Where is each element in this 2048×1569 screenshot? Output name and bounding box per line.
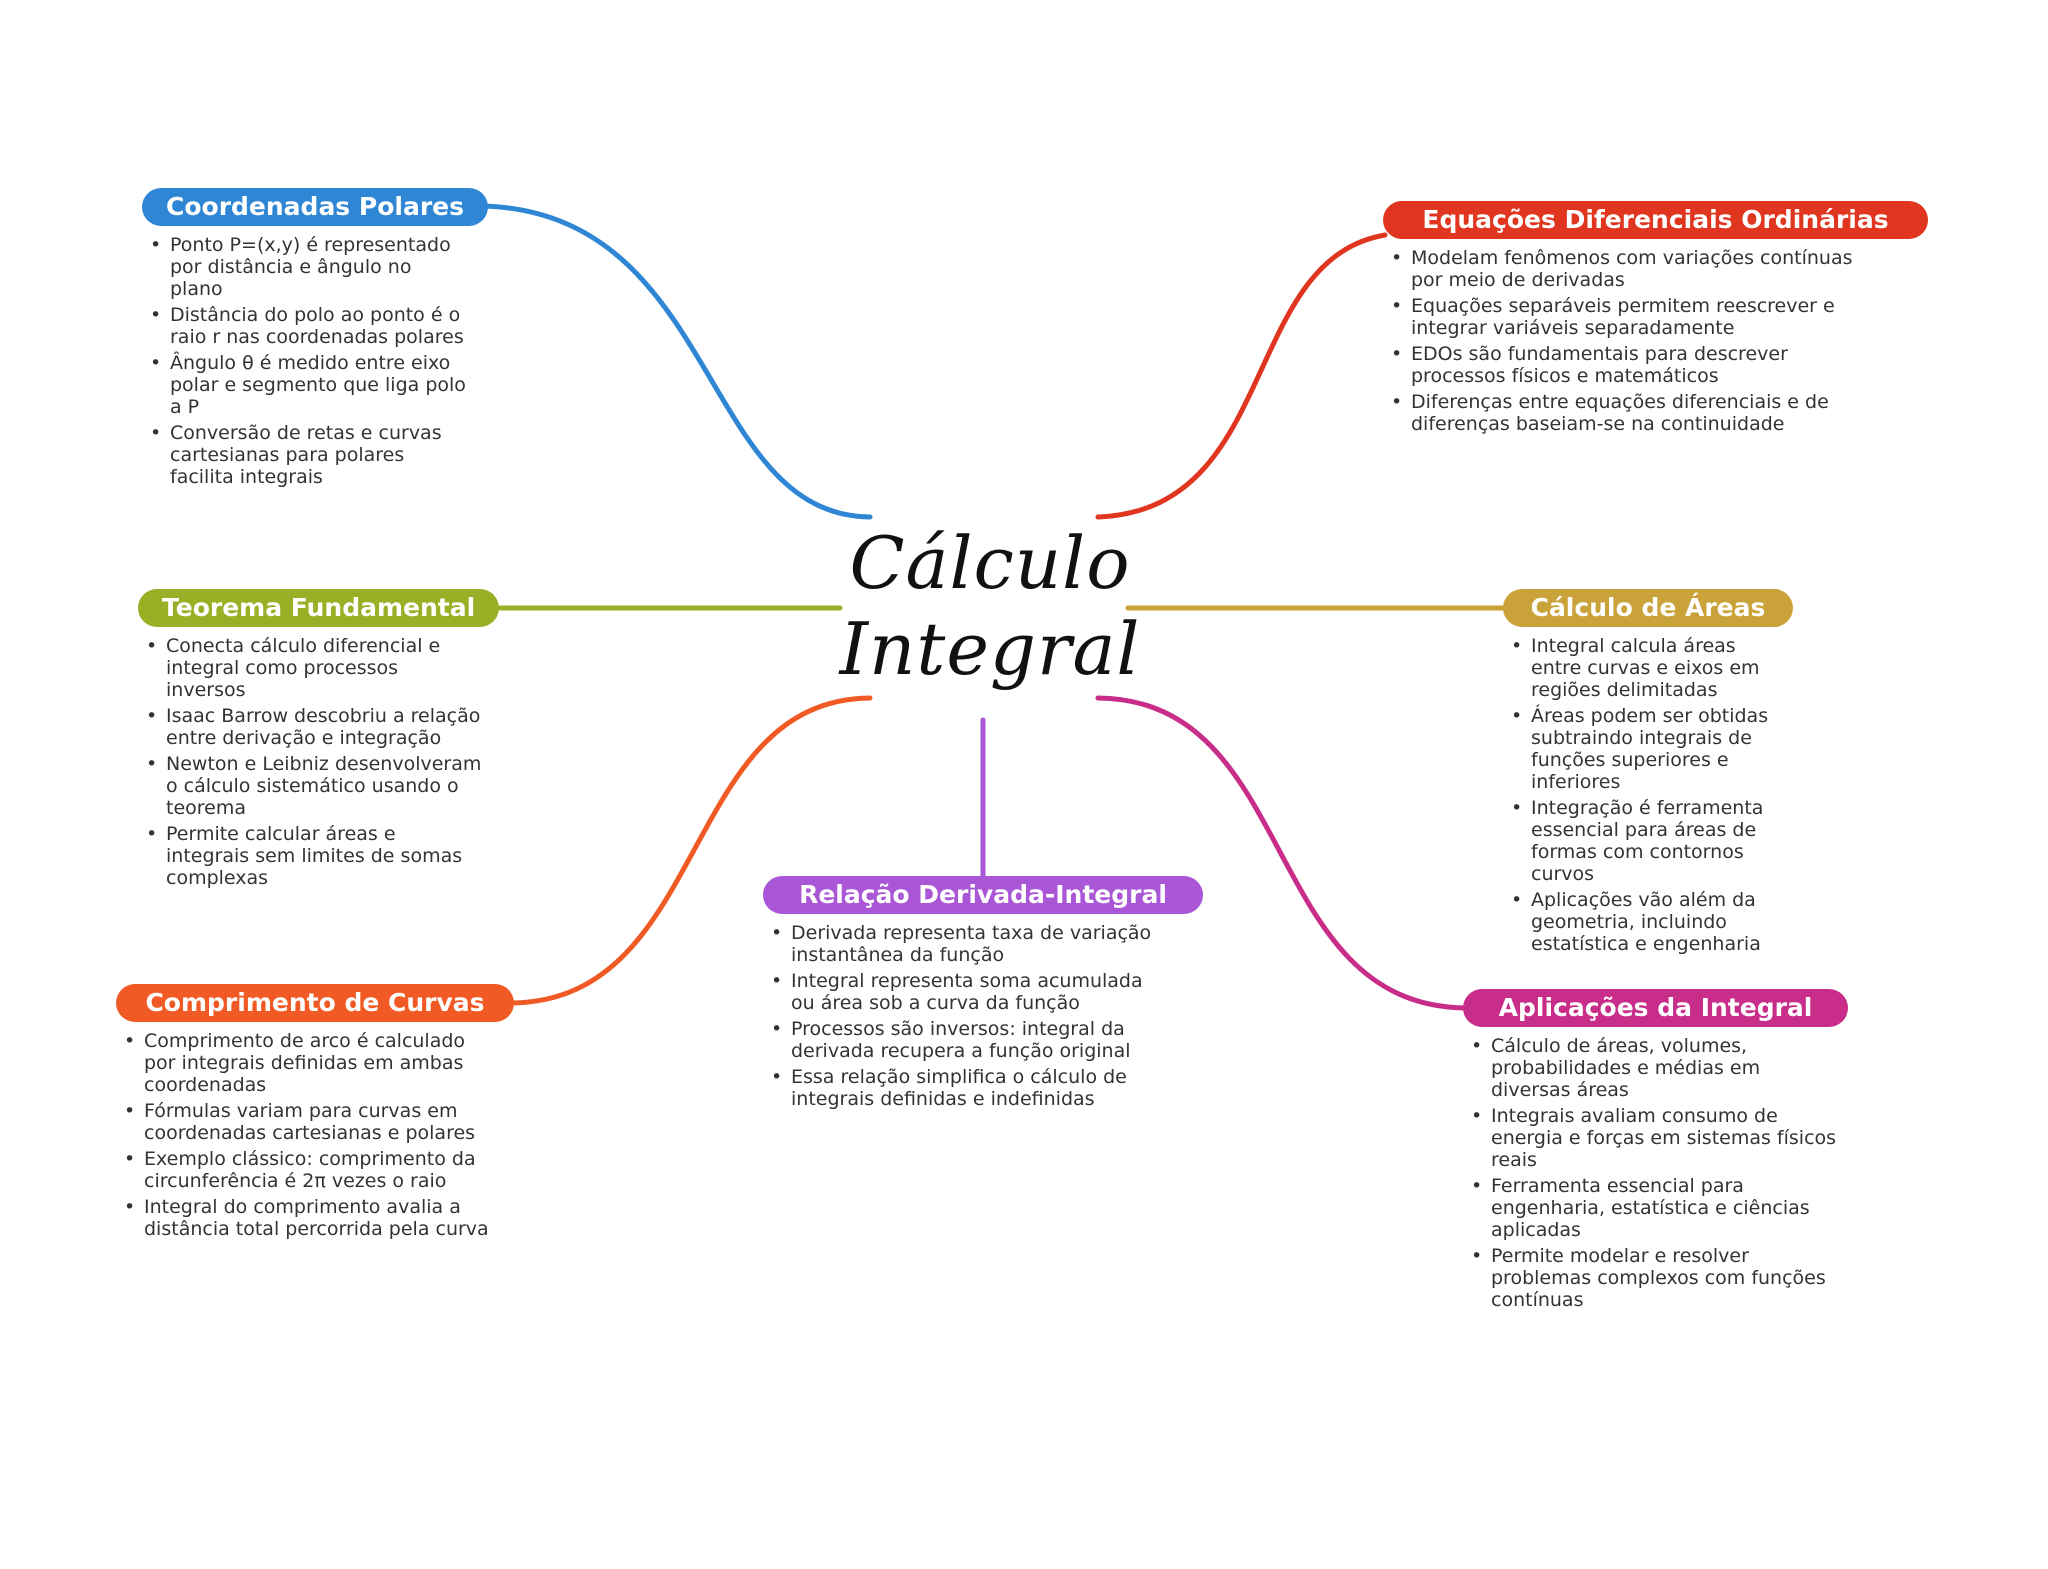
branch-items-aplicacoes-integral: Cálculo de áreas, volumes, probabilidade… xyxy=(1467,1035,1842,1311)
branch-title-coordenadas-polares[interactable]: Coordenadas Polares xyxy=(142,188,488,226)
list-item: Conecta cálculo diferencial e integral c… xyxy=(142,635,482,701)
branch-coordenadas-polares: Coordenadas Polares Ponto P=(x,y) é repr… xyxy=(142,188,488,492)
connector-comprimento xyxy=(509,695,873,1006)
list-item: Diferenças entre equações diferenciais e… xyxy=(1387,391,1877,435)
list-item: Áreas podem ser obtidas subtraindo integ… xyxy=(1507,705,1772,793)
branch-title-teorema-fundamental[interactable]: Teorema Fundamental xyxy=(138,589,500,627)
branch-items-calculo-areas: Integral calcula áreas entre curvas e ei… xyxy=(1507,635,1772,955)
list-item: Isaac Barrow descobriu a relação entre d… xyxy=(142,705,482,749)
connector-polares xyxy=(482,203,873,520)
branch-items-equacoes-diferenciais: Modelam fenômenos com variações contínua… xyxy=(1387,247,1877,435)
branch-aplicacoes-integral: Aplicações da Integral Cálculo de áreas,… xyxy=(1463,989,1848,1315)
branch-equacoes-diferenciais: Equações Diferenciais Ordinárias Modelam… xyxy=(1383,201,1928,439)
list-item: Distância do polo ao ponto é o raio r na… xyxy=(146,304,466,348)
list-item: Fórmulas variam para curvas em coordenad… xyxy=(120,1100,495,1144)
branch-title-relacao-derivada-integral[interactable]: Relação Derivada-Integral xyxy=(763,876,1203,914)
branch-title-calculo-areas[interactable]: Cálculo de Áreas xyxy=(1503,589,1793,627)
list-item: Essa relação simplifica o cálculo de int… xyxy=(767,1066,1167,1110)
list-item: Exemplo clássico: comprimento da circunf… xyxy=(120,1148,495,1192)
list-item: Comprimento de arco é calculado por inte… xyxy=(120,1030,495,1096)
list-item: Conversão de retas e curvas cartesianas … xyxy=(146,422,466,488)
branch-relacao-derivada-integral: Relação Derivada-Integral Derivada repre… xyxy=(763,876,1203,1114)
list-item: Integral calcula áreas entre curvas e ei… xyxy=(1507,635,1772,701)
list-item: Processos são inversos: integral da deri… xyxy=(767,1018,1167,1062)
branch-items-coordenadas-polares: Ponto P=(x,y) é representado por distânc… xyxy=(146,234,466,488)
list-item: Newton e Leibniz desenvolveram o cálculo… xyxy=(142,753,482,819)
branch-title-comprimento-curvas[interactable]: Comprimento de Curvas xyxy=(116,984,514,1022)
list-item: Modelam fenômenos com variações contínua… xyxy=(1387,247,1877,291)
list-item: Integrais avaliam consumo de energia e f… xyxy=(1467,1105,1842,1171)
list-item: Permite modelar e resolver problemas com… xyxy=(1467,1245,1842,1311)
list-item: Integração é ferramenta essencial para á… xyxy=(1507,797,1772,885)
branch-items-teorema-fundamental: Conecta cálculo diferencial e integral c… xyxy=(142,635,482,889)
list-item: Ferramenta essencial para engenharia, es… xyxy=(1467,1175,1842,1241)
central-topic-line1: Cálculo xyxy=(849,521,1131,605)
central-topic: Cálculo Integral xyxy=(830,520,1150,692)
connector-aplicacoes xyxy=(1095,695,1468,1011)
list-item: EDOs são fundamentais para descrever pro… xyxy=(1387,343,1877,387)
branch-teorema-fundamental: Teorema Fundamental Conecta cálculo dife… xyxy=(138,589,503,893)
branch-items-comprimento-curvas: Comprimento de arco é calculado por inte… xyxy=(120,1030,495,1240)
list-item: Integral do comprimento avalia a distânc… xyxy=(120,1196,495,1240)
central-topic-line2: Integral xyxy=(839,607,1141,691)
branch-items-relacao-derivada-integral: Derivada representa taxa de variação ins… xyxy=(767,922,1167,1110)
connector-edo xyxy=(1095,232,1388,520)
branch-title-aplicacoes-integral[interactable]: Aplicações da Integral xyxy=(1463,989,1848,1027)
branch-comprimento-curvas: Comprimento de Curvas Comprimento de arc… xyxy=(116,984,514,1244)
list-item: Equações separáveis permitem reescrever … xyxy=(1387,295,1877,339)
branch-calculo-areas: Cálculo de Áreas Integral calcula áreas … xyxy=(1503,589,1793,959)
branch-title-equacoes-diferenciais[interactable]: Equações Diferenciais Ordinárias xyxy=(1383,201,1928,239)
list-item: Permite calcular áreas e integrais sem l… xyxy=(142,823,482,889)
list-item: Ponto P=(x,y) é representado por distânc… xyxy=(146,234,466,300)
list-item: Ângulo θ é medido entre eixo polar e seg… xyxy=(146,352,466,418)
list-item: Derivada representa taxa de variação ins… xyxy=(767,922,1167,966)
list-item: Cálculo de áreas, volumes, probabilidade… xyxy=(1467,1035,1842,1101)
list-item: Aplicações vão além da geometria, inclui… xyxy=(1507,889,1772,955)
list-item: Integral representa soma acumulada ou ár… xyxy=(767,970,1167,1014)
